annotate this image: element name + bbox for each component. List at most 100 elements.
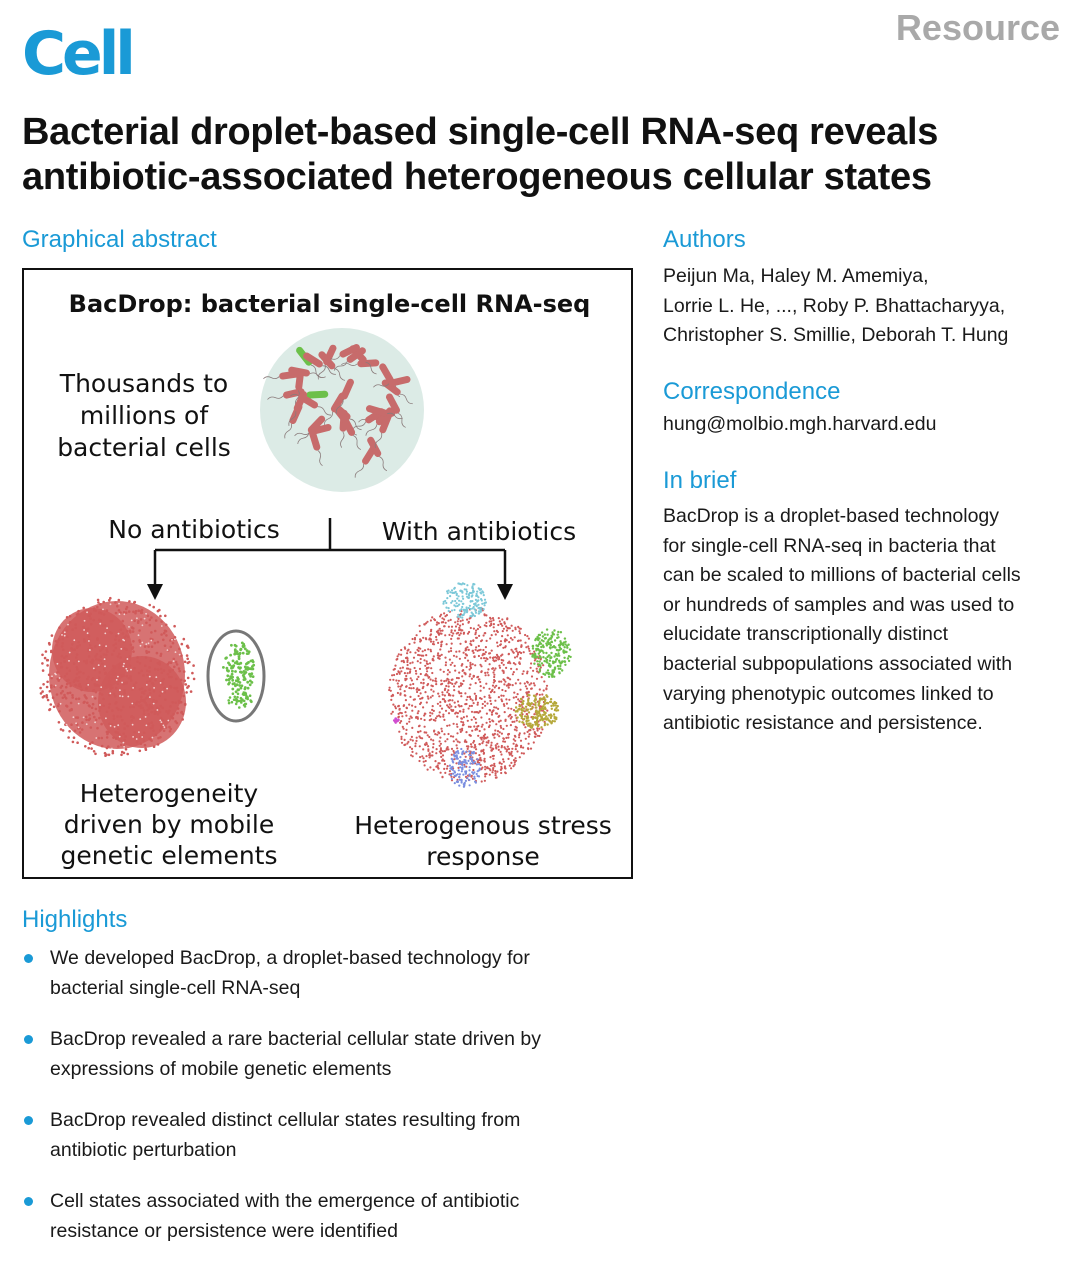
red-cell-point — [462, 679, 465, 682]
blue-cell-point — [450, 757, 453, 760]
green-cell-point — [229, 653, 233, 657]
red-cell-point — [132, 683, 136, 687]
red-cell-point — [398, 730, 401, 733]
red-cell-point — [189, 690, 193, 693]
red-cell-point — [483, 614, 486, 617]
red-cell-point — [466, 632, 470, 635]
red-cell-point — [457, 766, 460, 769]
red-cell-point — [431, 754, 434, 757]
green-cell-point — [538, 633, 542, 637]
red-cell-point — [113, 671, 117, 675]
red-cell-point — [507, 732, 511, 736]
red-cell-point — [472, 768, 475, 772]
red-cell-point — [86, 701, 89, 705]
blue-cell-point — [451, 768, 454, 771]
red-cell-point — [472, 639, 475, 642]
red-cell-point — [133, 666, 136, 670]
red-cell-point — [391, 710, 394, 713]
cell-point — [118, 613, 121, 615]
green-cell-point — [243, 687, 247, 691]
red-cell-point — [490, 620, 493, 623]
red-cell-point — [493, 660, 496, 663]
red-cell-point — [150, 677, 153, 680]
red-cell-point — [132, 716, 135, 719]
green-cell-point — [548, 662, 551, 666]
red-cell-point — [541, 728, 544, 731]
cyan-cell-point — [475, 592, 478, 596]
red-cell-point — [129, 643, 133, 647]
cyan-cell-point — [463, 611, 466, 614]
green-cell-point — [565, 650, 568, 654]
highlight-line: expressions of mobile genetic elements — [50, 1058, 392, 1080]
green-cell-point — [227, 682, 231, 686]
cell-point — [117, 724, 120, 727]
flagellum-icon — [267, 395, 284, 400]
red-cell-point — [403, 672, 406, 675]
red-cell-point — [96, 726, 99, 730]
red-cell-point — [135, 702, 138, 706]
green-cell-point — [551, 675, 554, 678]
red-cell-point — [508, 751, 511, 754]
red-cell-point — [538, 727, 541, 730]
cell-point — [109, 692, 112, 695]
cyan-cell-point — [459, 616, 462, 619]
blue-cell-point — [470, 759, 474, 763]
red-cell-point — [409, 670, 412, 673]
red-cell-point — [444, 621, 447, 624]
red-cell-point — [116, 655, 120, 658]
red-cell-point — [148, 666, 151, 669]
red-cell-point — [455, 711, 458, 714]
red-cell-point — [448, 699, 452, 702]
red-cell-point — [168, 709, 171, 713]
red-cell-point — [499, 622, 502, 625]
magenta-cell-point — [395, 718, 398, 721]
red-cell-point — [464, 649, 467, 652]
cell-point — [150, 639, 153, 642]
red-cell-point — [112, 717, 116, 720]
red-cell-point — [147, 645, 150, 648]
red-cell-point — [95, 658, 98, 661]
red-cell-point — [526, 747, 530, 750]
cell-point — [159, 719, 162, 722]
red-cell-point — [146, 680, 149, 684]
red-cell-point — [84, 745, 87, 748]
correspondence-email[interactable]: hung@molbio.mgh.harvard.edu — [663, 413, 937, 435]
red-cell-point — [154, 619, 158, 622]
red-cell-point — [445, 643, 448, 646]
red-cell-point — [185, 654, 189, 657]
green-cell-point — [553, 629, 556, 632]
green-cell-point — [248, 679, 252, 683]
red-cell-point — [435, 765, 438, 768]
cyan-cell-point — [447, 589, 450, 592]
cell-point — [102, 608, 104, 611]
red-cell-point — [438, 627, 441, 630]
red-cell-point — [479, 680, 482, 684]
green-cell-point — [556, 633, 559, 636]
red-cell-point — [491, 754, 494, 758]
red-cell-point — [50, 686, 53, 689]
red-cell-point — [470, 710, 474, 713]
red-cell-point — [65, 629, 69, 632]
green-cell-point — [547, 671, 550, 675]
red-cell-point — [146, 673, 149, 677]
red-cell-point — [88, 742, 92, 746]
red-cell-point — [120, 718, 124, 722]
cell-point — [95, 737, 98, 739]
red-cell-point — [477, 734, 480, 737]
green-cell-point — [246, 668, 250, 671]
red-cell-point — [88, 644, 92, 647]
red-cell-point — [75, 613, 79, 616]
red-cell-point — [92, 750, 96, 753]
red-cell-point — [510, 750, 513, 753]
red-cell-point — [135, 700, 139, 704]
red-cell-point — [458, 657, 461, 660]
red-cell-point — [418, 654, 421, 657]
red-cell-point — [74, 679, 77, 682]
cyan-cell-point — [469, 607, 472, 611]
red-cell-point — [432, 739, 435, 742]
red-cell-point — [444, 709, 448, 712]
green-cell-point — [545, 628, 549, 631]
olive-cell-point — [530, 702, 533, 705]
red-cell-point — [136, 660, 139, 664]
red-cell-point — [391, 674, 394, 677]
